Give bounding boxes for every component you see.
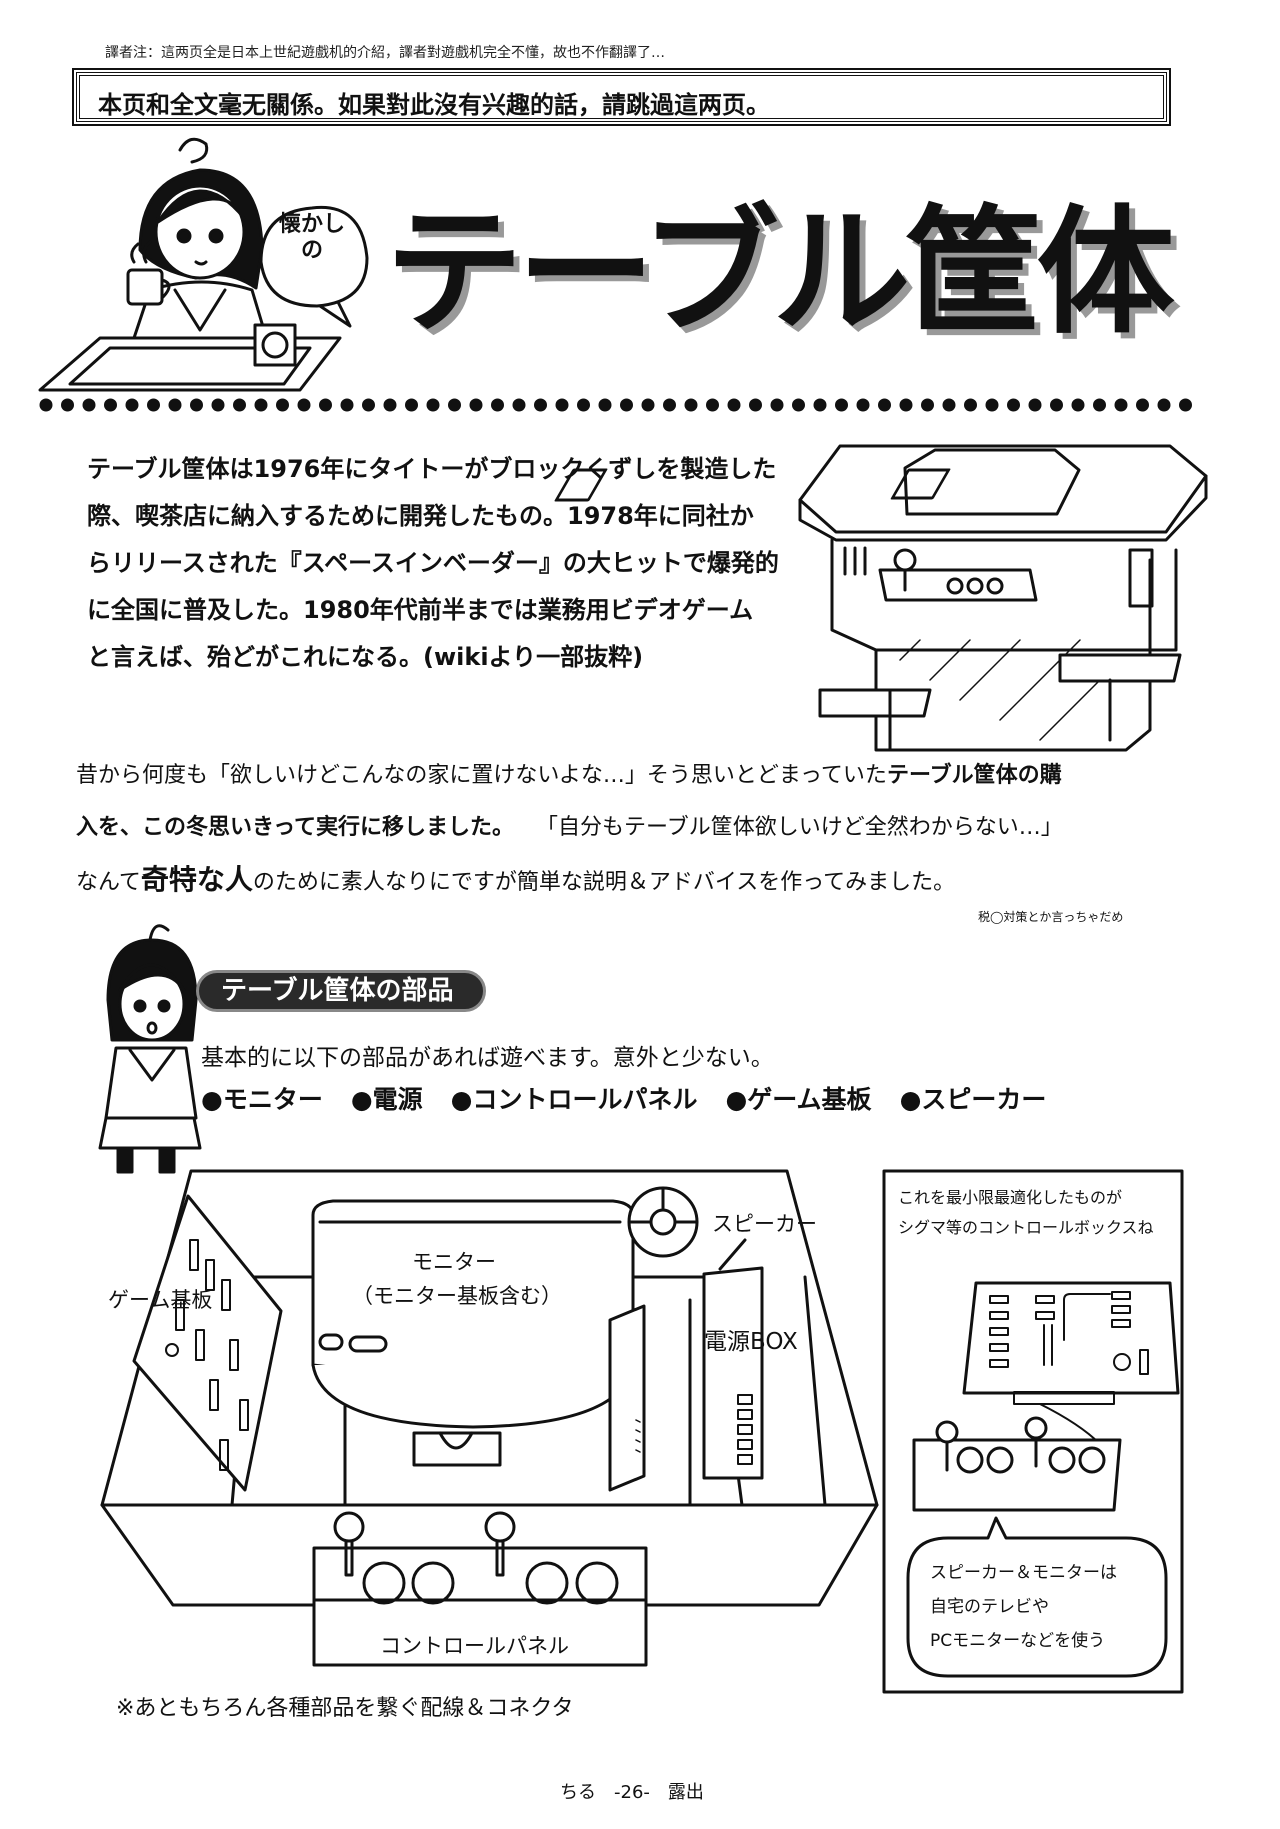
side-caption-line: これを最小限最適化したものが [898, 1188, 1123, 1207]
bubble-line-2: の [300, 238, 323, 263]
intro-line: に全国に普及した。1980年代前半までは業務用ビデオゲーム [87, 596, 754, 624]
parts-intro: 基本的に以下の部品があれば遊べます。意外と少ない。 [201, 1045, 774, 1071]
title-bubble-text: 懐かし の [262, 212, 362, 302]
girl-standing-illustration [98, 924, 202, 1174]
table-cabinet-illustration [554, 444, 1208, 752]
page-footer: ちる -26- 露出 [560, 1782, 704, 1803]
story-line-2: 入を、この冬思いきって実行に移しました。 「自分もテーブル筐体欲しいけど全然わか… [76, 802, 1063, 854]
wiring-footnote: ※あともちろん各種部品を繋ぐ配線＆コネクタ [116, 1696, 574, 1721]
story-text: のために素人なりにですが簡単な説明＆アドバイスを作ってみました。 [252, 870, 956, 895]
monitor-sub-label: （モニター基板含む） [352, 1284, 562, 1308]
game-board-label: ゲーム基板 [108, 1288, 213, 1312]
story-text: 昔から何度も「欲しいけどこんなの家に置けないよな…」そう思いとどまっていた [76, 763, 887, 788]
monitor-label: モニター [412, 1250, 496, 1274]
tip-line: スピーカー＆モニターは [930, 1563, 1117, 1583]
section-heading: テーブル筐体の部品 [196, 970, 486, 1012]
story-paragraph: 昔から何度も「欲しいけどこんなの家に置けないよな…」そう思いとどまっていたテーブ… [76, 750, 1063, 909]
story-line-1: 昔から何度も「欲しいけどこんなの家に置けないよな…」そう思いとどまっていたテーブ… [76, 750, 1063, 802]
notice-text: 本页和全文毫无關係。如果對此沒有兴趣的話，請跳過這两页。 [98, 91, 770, 119]
title-speech-bubble [259, 205, 369, 328]
story-text: なんて [76, 870, 141, 895]
part-item: ●コントロールパネル [450, 1085, 698, 1114]
story-line-3: なんて奇特な人のために素人なりにですが簡単な説明＆アドバイスを作ってみました。 [76, 854, 1063, 909]
intro-line: 際、喫茶店に納入するために開発したもの。1978年に同社か [87, 502, 754, 530]
power-box-label: 電源BOX [704, 1329, 798, 1355]
part-item: ●電源 [350, 1085, 423, 1114]
side-caption-line: シグマ等のコントロールボックスね [898, 1218, 1154, 1237]
side-caption: これを最小限最適化したものが シグマ等のコントロールボックスね [898, 1183, 1154, 1243]
parts-list: ●モニター ●電源 ●コントロールパネル ●ゲーム基板 ●スピーカー [201, 1080, 1046, 1116]
bubble-line-1: 懐かし [278, 212, 345, 237]
story-emphasis: 入を、この冬思いきって実行に移しました。 [76, 815, 504, 840]
tip-line: 自宅のテレビや [930, 1597, 1049, 1617]
intro-line: と言えば、殆どがこれになる。(wikiより一部抜粋) [87, 643, 644, 671]
girl-with-cup-illustration [38, 137, 342, 392]
intro-line: テーブル筐体は1976年にタイトーがブロックくずしを製造した [87, 455, 777, 483]
tip-bubble-text: スピーカー＆モニターは 自宅のテレビや PCモニターなどを使う [930, 1556, 1117, 1658]
intro-line: らリリースされた『スペースインベーダー』の大ヒットで爆発的 [87, 549, 779, 577]
control-box-side-panel [882, 1169, 1184, 1694]
part-item: ●スピーカー [899, 1085, 1047, 1114]
tip-line: PCモニターなどを使う [930, 1631, 1106, 1651]
translator-note: 譯者注：這两页全是日本上世紀遊戲机的介紹，譯者對遊戲机完全不懂，故也不作翻譯了… [105, 45, 665, 61]
intro-paragraph: テーブル筐体は1976年にタイトーがブロックくずしを製造した 際、喫茶店に納入す… [87, 446, 779, 681]
side-joke-note: 税◯対策とか言っちゃだめ [978, 910, 1124, 924]
control-panel-label: コントロールパネル [380, 1634, 569, 1658]
story-emphasis: テーブル筐体の購 [886, 763, 1062, 788]
story-text: 「自分もテーブル筐体欲しいけど全然わからない…」 [503, 815, 1063, 840]
story-emphasis: 奇特な人 [140, 863, 253, 896]
notice-box: 本页和全文毫无關係。如果對此沒有兴趣的話，請跳過這两页。 [72, 68, 1171, 126]
part-item: ●モニター [201, 1085, 323, 1114]
page-title: テーブル筐体 [385, 192, 1175, 353]
speaker-label: スピーカー [712, 1212, 817, 1236]
part-item: ●ゲーム基板 [725, 1085, 872, 1114]
cabinet-parts-diagram [100, 1169, 879, 1667]
